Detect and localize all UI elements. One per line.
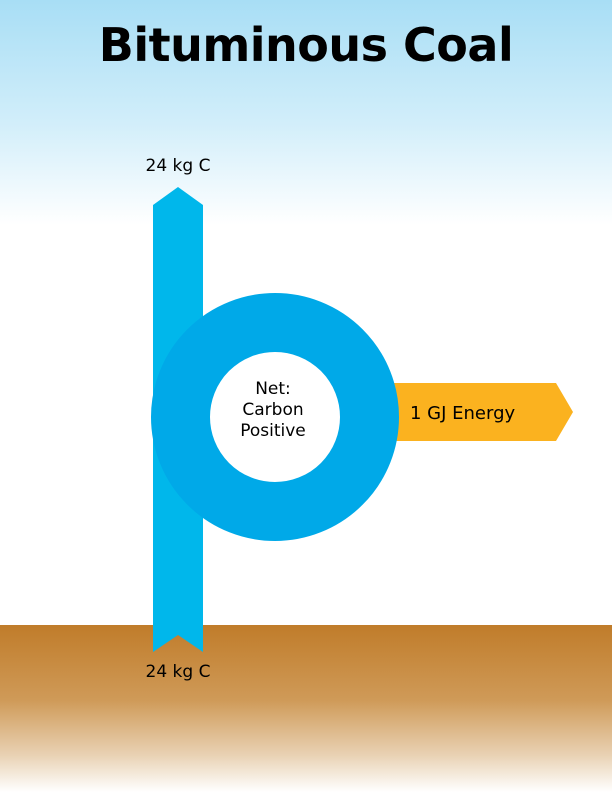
carbon-in-label: 24 kg C	[145, 662, 211, 682]
energy-label: 1 GJ Energy	[410, 403, 516, 424]
page-title: Bituminous Coal	[98, 18, 514, 72]
ground-background	[0, 625, 612, 792]
carbon-out-label: 24 kg C	[145, 156, 211, 176]
net-carbon-line-1: Net:	[255, 379, 291, 399]
net-carbon-label: Net: Carbon Positive	[210, 379, 336, 442]
net-carbon-line-2: Carbon	[242, 400, 304, 420]
sky-background	[0, 0, 612, 225]
net-carbon-ring	[151, 293, 399, 541]
energy-output-arrow	[380, 383, 573, 441]
net-carbon-line-3: Positive	[240, 421, 306, 441]
